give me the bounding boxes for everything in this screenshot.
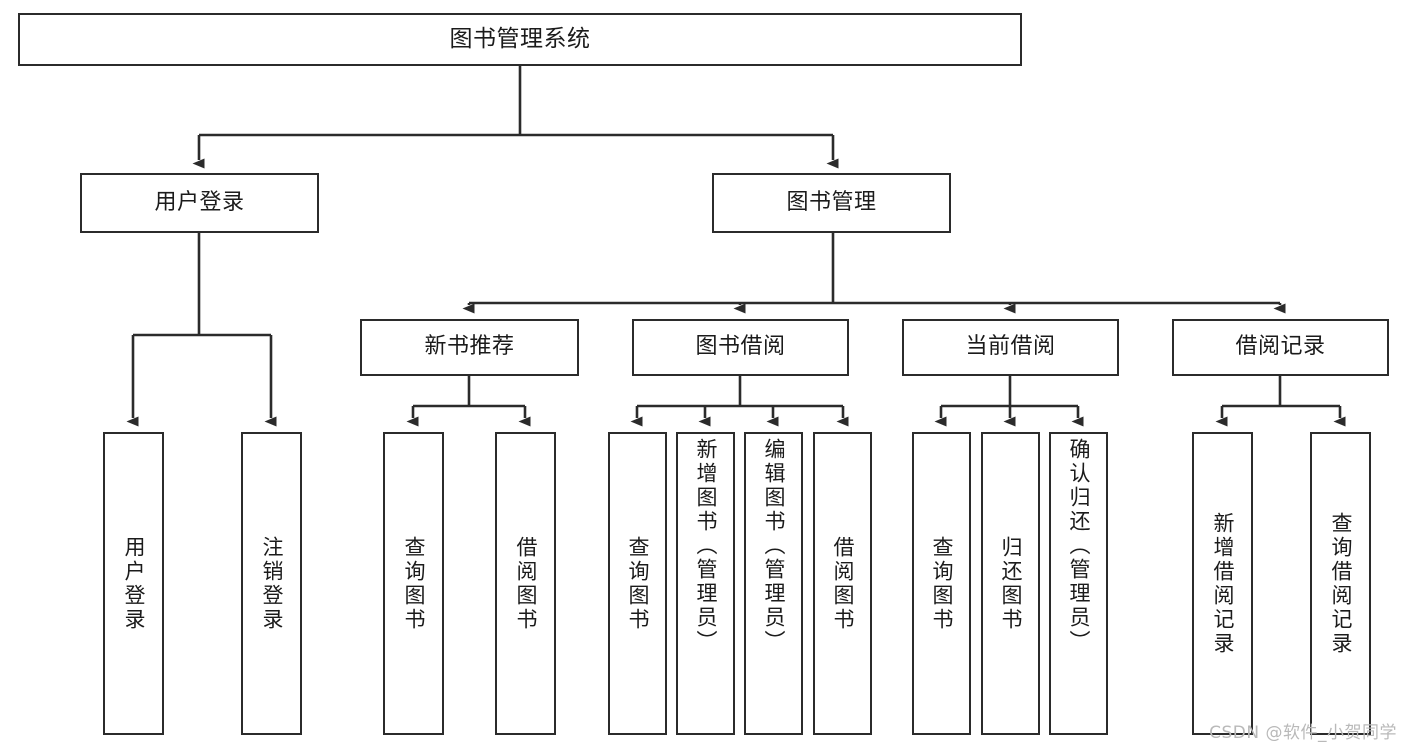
- node-label: 图书管理系统: [449, 25, 591, 52]
- node-label: 编辑图书（管理员）: [762, 438, 786, 654]
- node-leaf-return-book[interactable]: 归还图书: [981, 432, 1040, 735]
- node-user-login[interactable]: 用户登录: [80, 173, 319, 233]
- node-leaf-confirm-return[interactable]: 确认归还（管理员）: [1049, 432, 1108, 735]
- csdn-watermark: CSDN @软件_小贺同学: [1209, 723, 1397, 743]
- node-label: 查询图书: [930, 535, 954, 632]
- node-borrow-record[interactable]: 借阅记录: [1172, 319, 1389, 376]
- node-leaf-borrow-book-1[interactable]: 借阅图书: [495, 432, 556, 735]
- node-leaf-borrow-book-2[interactable]: 借阅图书: [813, 432, 872, 735]
- node-label: 注销登录: [260, 535, 284, 632]
- node-label: 查询图书: [402, 535, 426, 632]
- node-label: 图书借阅: [695, 334, 786, 360]
- node-leaf-edit-book[interactable]: 编辑图书（管理员）: [744, 432, 803, 735]
- node-label: 用户登录: [122, 535, 146, 632]
- node-label: 归还图书: [999, 535, 1023, 632]
- node-label: 新增图书（管理员）: [694, 438, 718, 654]
- node-leaf-query-book-2[interactable]: 查询图书: [608, 432, 667, 735]
- node-leaf-query-book-1[interactable]: 查询图书: [383, 432, 444, 735]
- node-label: 借阅图书: [514, 535, 538, 632]
- node-label: 查询借阅记录: [1329, 511, 1353, 656]
- node-label: 借阅记录: [1235, 334, 1326, 360]
- node-leaf-add-book[interactable]: 新增图书（管理员）: [676, 432, 735, 735]
- node-leaf-logout-login[interactable]: 注销登录: [241, 432, 302, 735]
- node-label: 图书管理: [786, 189, 877, 215]
- node-leaf-add-record[interactable]: 新增借阅记录: [1192, 432, 1253, 735]
- node-label: 用户登录: [154, 189, 245, 215]
- node-leaf-user-login[interactable]: 用户登录: [103, 432, 164, 735]
- node-book-manage[interactable]: 图书管理: [712, 173, 951, 233]
- node-new-book-recommend[interactable]: 新书推荐: [360, 319, 579, 376]
- node-label: 借阅图书: [831, 535, 855, 632]
- node-label: 查询图书: [626, 535, 650, 632]
- node-leaf-query-book-3[interactable]: 查询图书: [912, 432, 971, 735]
- node-book-borrow[interactable]: 图书借阅: [632, 319, 849, 376]
- node-label: 新增借阅记录: [1211, 511, 1235, 656]
- node-label: 当前借阅: [965, 334, 1056, 360]
- node-current-borrow[interactable]: 当前借阅: [902, 319, 1119, 376]
- node-leaf-query-record[interactable]: 查询借阅记录: [1310, 432, 1371, 735]
- node-root-system[interactable]: 图书管理系统: [18, 13, 1022, 66]
- node-label: 确认归还（管理员）: [1067, 438, 1091, 654]
- node-label: 新书推荐: [424, 334, 515, 360]
